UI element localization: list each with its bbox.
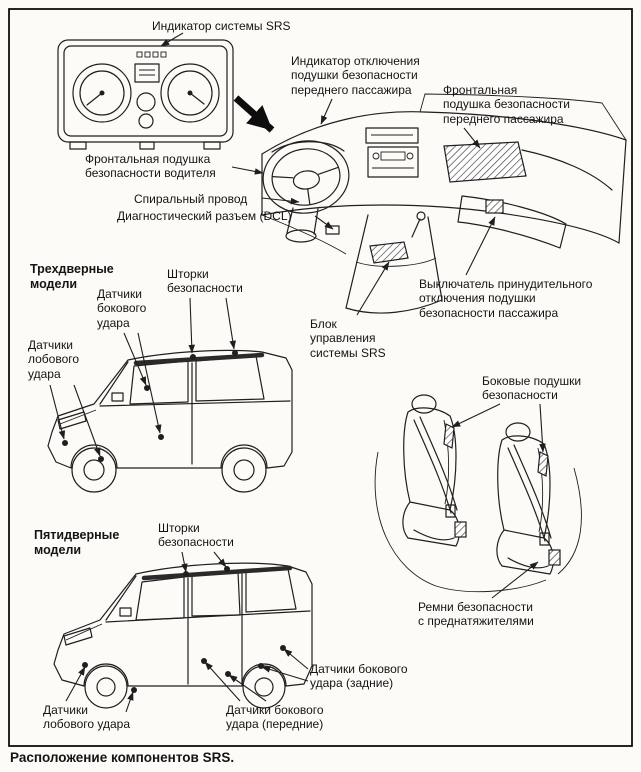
- diagram-border: [8, 8, 633, 747]
- label-side-impact-sensors-3door: Датчики бокового удара: [97, 287, 147, 330]
- passenger-airbag-module: [443, 141, 527, 183]
- label-seatbelt-pretensioners: Ремни безопасности с преднатяжителями: [418, 600, 534, 629]
- label-side-impact-sensors-front: Датчики бокового удара (передние): [226, 703, 324, 732]
- figure-caption: Расположение компонентов SRS.: [10, 750, 235, 765]
- label-curtain-airbags-3door: Шторки безопасности: [167, 267, 243, 296]
- instrument-cluster-drawing: [57, 39, 234, 150]
- label-passenger-airbag-cutoff-switch: Выключатель принудительного отключения п…: [419, 277, 593, 320]
- seats-drawing: [374, 394, 582, 593]
- leader-lines: [49, 32, 546, 713]
- dcl-connector-box: [325, 225, 340, 235]
- label-curtain-airbags-5door: Шторки безопасности: [158, 521, 234, 550]
- label-spiral-cable: Спиральный провод: [134, 192, 248, 206]
- curtain-airbag-strip-5door: [141, 565, 293, 581]
- label-three-door-models: Трехдверные модели: [30, 262, 114, 291]
- label-driver-airbag: Фронтальная подушка безопасности водител…: [85, 152, 216, 181]
- three-door-suv-drawing: [47, 349, 293, 493]
- curtain-airbag-strip-3door: [133, 352, 265, 366]
- label-passenger-airbag-off-indicator: Индикатор отключения подушки безопасност…: [291, 54, 420, 97]
- side-airbag-left: [443, 423, 455, 449]
- pretensioner-left: [454, 521, 467, 538]
- label-diagnostic-connector: Диагностический разъем (DCL): [117, 209, 292, 223]
- steering-wheel: [262, 140, 350, 214]
- label-srs-control-unit: Блок управления системы SRS: [310, 317, 386, 360]
- view-pointer-arrow: [233, 95, 275, 133]
- label-side-airbags: Боковые подушки безопасности: [482, 374, 582, 403]
- airbag-cutoff-switch: [485, 199, 504, 214]
- label-front-impact-sensors-5door: Датчики лобового удара: [43, 703, 131, 732]
- srs-control-unit-box: [369, 241, 409, 264]
- label-front-passenger-airbag: Фронтальная подушка безопасности передне…: [443, 83, 570, 126]
- dashboard-drawing: [261, 93, 627, 314]
- label-front-impact-sensors-3door: Датчики лобового удара: [28, 338, 80, 381]
- label-five-door-models: Пятидверные модели: [34, 528, 120, 557]
- label-side-impact-sensors-rear: Датчики бокового удара (задние): [310, 662, 408, 691]
- five-door-suv-drawing: [53, 562, 313, 709]
- side-airbag-right: [537, 451, 549, 477]
- pretensioner-right: [548, 549, 561, 566]
- label-srs-indicator: Индикатор системы SRS: [152, 19, 291, 33]
